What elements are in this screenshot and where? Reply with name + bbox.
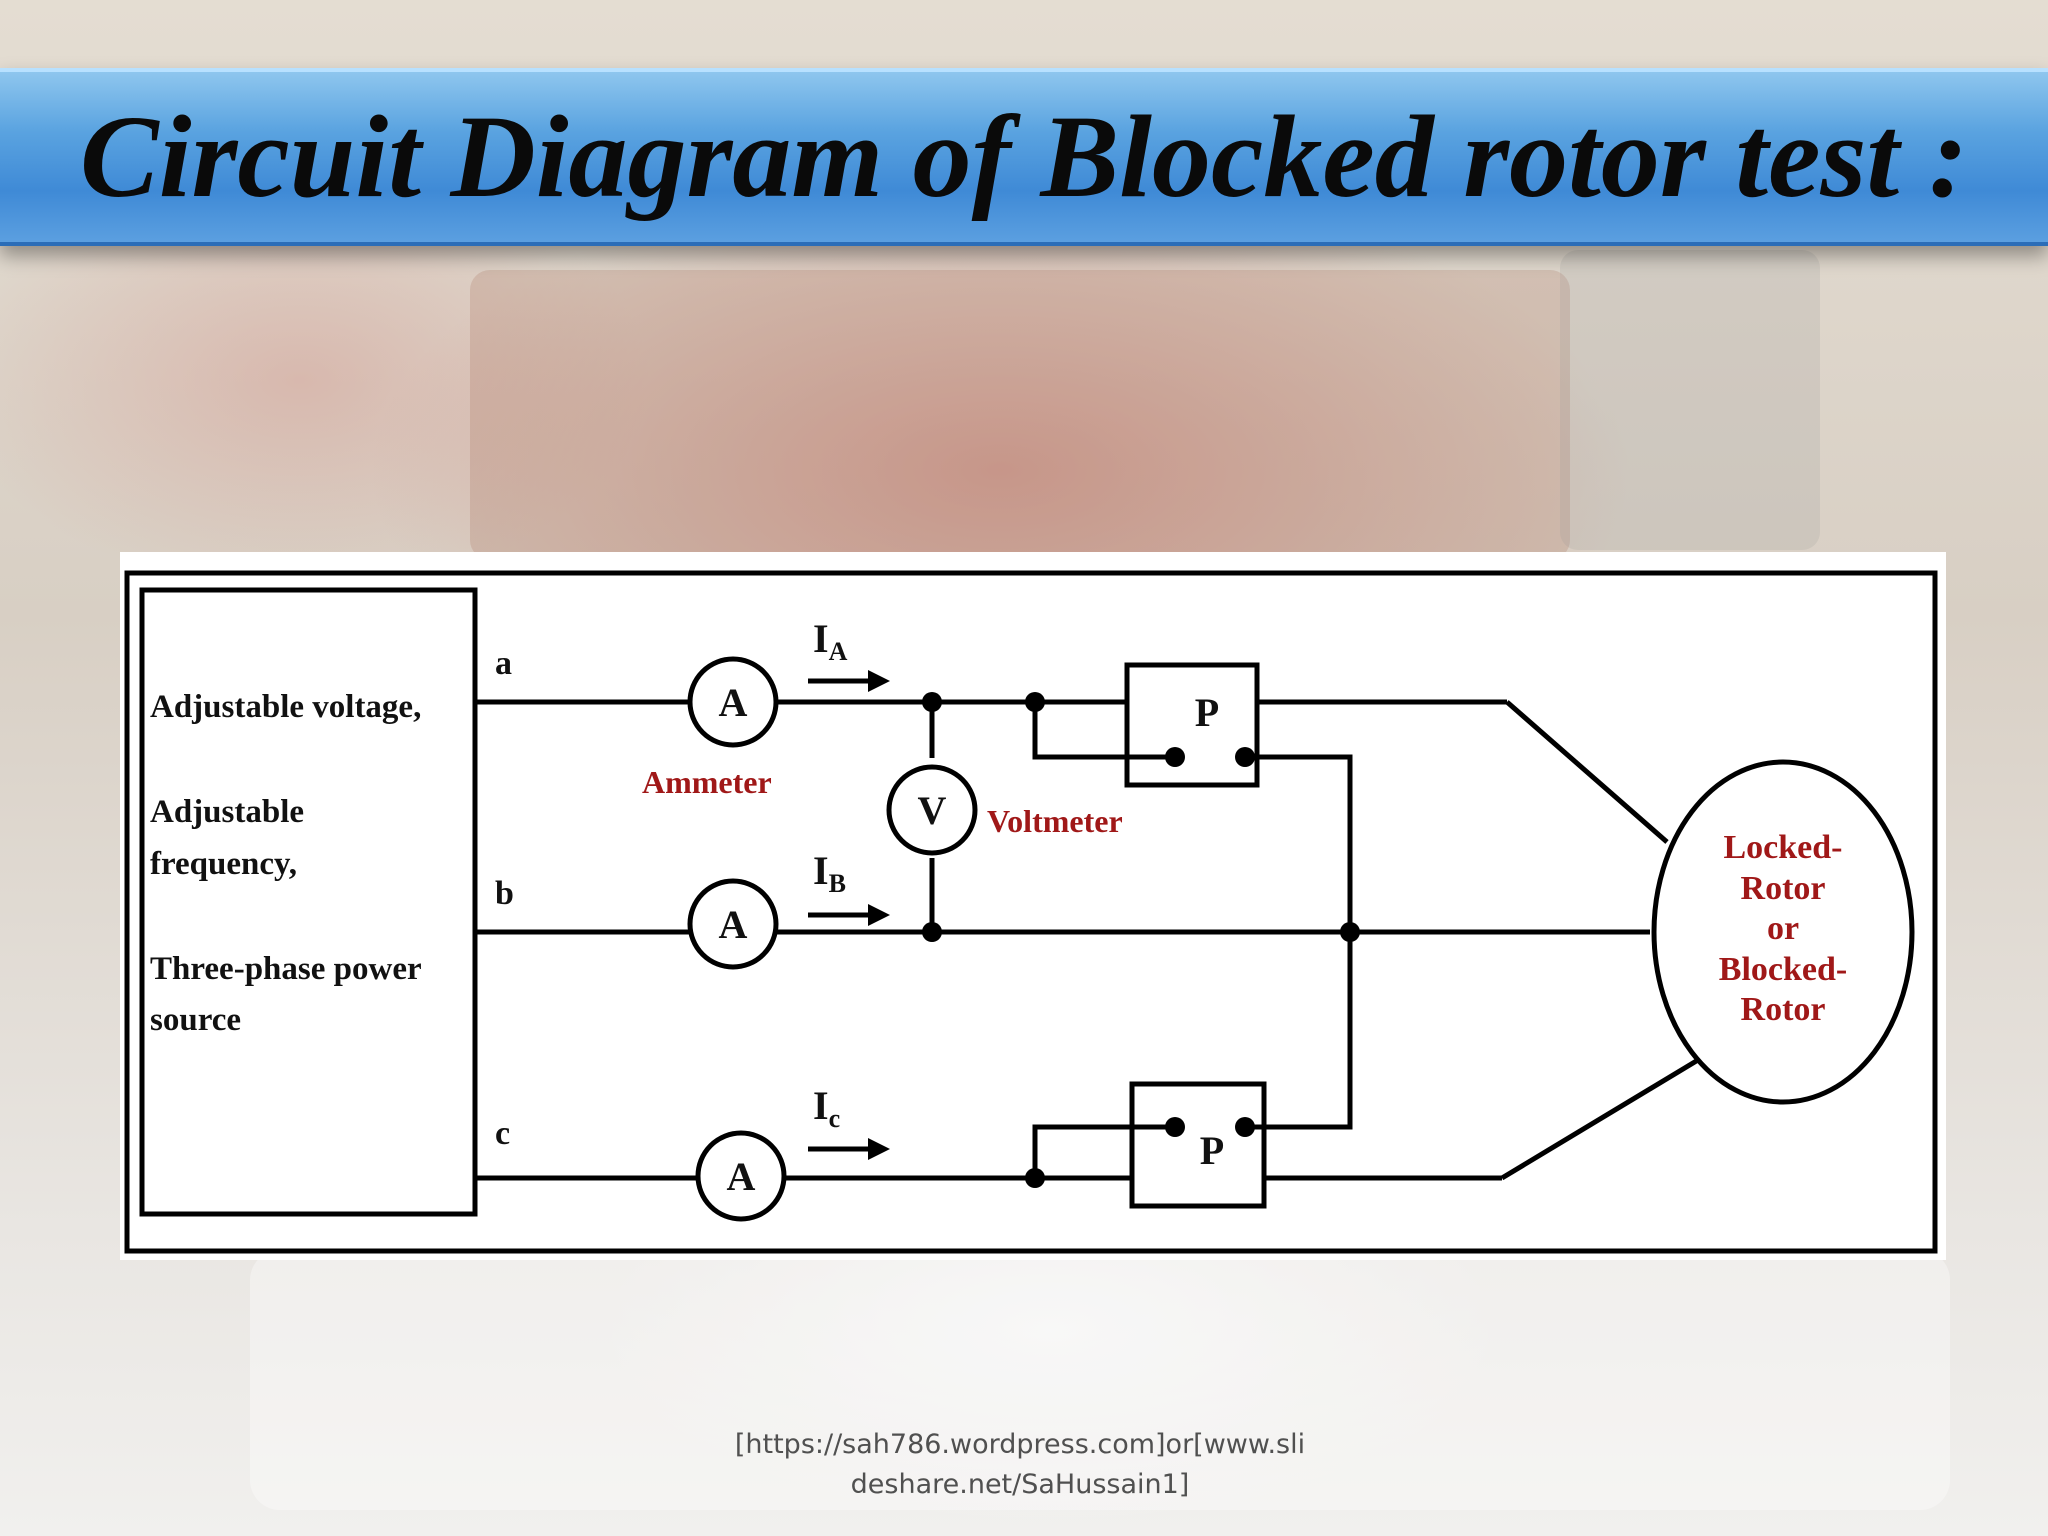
- source-citation-line1: [https://sah786.wordpress.com]or[www.sli: [734, 1429, 1306, 1460]
- current-ia-label: IA: [813, 616, 848, 666]
- wattmeter-common-return: [1245, 754, 1353, 1130]
- phase-c-label: c: [495, 1115, 510, 1152]
- source-label-line4: Three-phase power: [150, 951, 422, 987]
- motor-label-line3: or: [1767, 910, 1799, 947]
- junction-b-wattmeter: [1340, 922, 1360, 942]
- circuit-diagram-svg: Adjustable voltage, Adjustable frequency…: [124, 570, 1938, 1254]
- ammeter-label: Ammeter: [642, 764, 772, 800]
- background-motor-housing: [1560, 250, 1820, 550]
- junction-a-wattmeter: [1025, 692, 1045, 712]
- arrow-ia-head: [868, 670, 890, 692]
- voltmeter-symbol: V: [918, 788, 947, 833]
- current-ic-label: Ic: [813, 1083, 840, 1133]
- ammeter-b-symbol: A: [719, 902, 748, 947]
- wattmeter-a-terminal-1: [1165, 747, 1185, 767]
- source-label-line1: Adjustable voltage,: [150, 689, 421, 725]
- motor-label-line2: Rotor: [1741, 870, 1826, 907]
- locked-rotor-motor: [1651, 759, 1915, 1105]
- wattmeter-c-symbol: P: [1200, 1128, 1224, 1173]
- source-label-line5: source: [150, 1002, 241, 1038]
- wattmeter-c-terminal-1: [1165, 1117, 1185, 1137]
- motor-label-line4: Blocked-: [1719, 951, 1847, 988]
- wire-c-4: [1500, 1057, 1700, 1181]
- wattmeter-a: [1124, 662, 1260, 788]
- ammeter-b: [687, 878, 779, 970]
- phase-b-label: b: [495, 875, 514, 912]
- wattmeter-a-voltage-loop: [1032, 702, 1175, 760]
- phase-a-label: a: [495, 645, 512, 682]
- source-citation-line2: deshare.net/SaHussain1]: [850, 1469, 1190, 1500]
- wire-a-4: [1505, 700, 1669, 844]
- power-source-box: [139, 587, 478, 1217]
- ammeter-a-symbol: A: [719, 680, 748, 725]
- source-label-line2: Adjustable: [150, 794, 304, 830]
- junction-b-voltmeter: [922, 922, 942, 942]
- background-motor-base: [250, 1250, 1950, 1510]
- wattmeter-c: [1129, 1081, 1267, 1209]
- junction-a-voltmeter: [922, 692, 942, 712]
- ammeter-c-symbol: A: [727, 1154, 756, 1199]
- wattmeter-c-terminal-2: [1235, 1117, 1255, 1137]
- wattmeter-c-voltage-loop: [1032, 1124, 1175, 1178]
- voltmeter-label: Voltmeter: [987, 803, 1123, 839]
- arrow-ic-head: [868, 1138, 890, 1160]
- wattmeter-a-symbol: P: [1195, 690, 1219, 735]
- slide-title: Circuit Diagram of Blocked rotor test :: [80, 91, 1968, 222]
- current-ib-label: IB: [813, 848, 846, 898]
- ammeter-c: [695, 1130, 787, 1222]
- voltmeter: [886, 764, 978, 856]
- source-label-line3: frequency,: [150, 846, 297, 882]
- ammeter-a: [687, 656, 779, 748]
- junction-c-wattmeter: [1025, 1168, 1045, 1188]
- title-banner: Circuit Diagram of Blocked rotor test :: [0, 68, 2048, 246]
- circuit-diagram: Adjustable voltage, Adjustable frequency…: [120, 552, 1946, 1260]
- motor-label-line5: Rotor: [1741, 991, 1826, 1028]
- wattmeter-a-terminal-2: [1235, 747, 1255, 767]
- arrow-ib-head: [868, 904, 890, 926]
- diagram-frame: [124, 570, 1938, 1254]
- background-motor-stator: [470, 270, 1570, 560]
- motor-label-line1: Locked-: [1724, 829, 1843, 866]
